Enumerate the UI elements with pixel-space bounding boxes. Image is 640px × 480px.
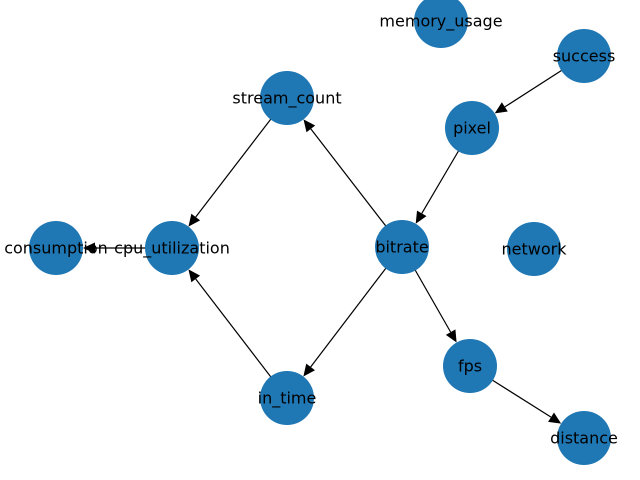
arrow-head-in_time-to-cpu_utilization bbox=[188, 269, 201, 283]
node-label-success: success bbox=[553, 47, 616, 66]
node-label-bitrate: bitrate bbox=[375, 238, 428, 257]
node-pixel: pixel bbox=[445, 101, 499, 155]
node-cpu_utilization: cpu_utilization bbox=[114, 221, 230, 275]
node-circle-memory_usage bbox=[414, 0, 468, 48]
node-circle-stream_count bbox=[260, 71, 314, 125]
node-label-distance: distance bbox=[550, 429, 618, 448]
node-label-fps: fps bbox=[458, 357, 482, 376]
node-label-in_time: in_time bbox=[258, 389, 317, 409]
node-circle-distance bbox=[557, 411, 611, 465]
node-bitrate: bitrate bbox=[375, 220, 429, 274]
node-label-memory_usage: memory_usage bbox=[379, 12, 502, 32]
arrow-head-bitrate-to-stream_count bbox=[303, 119, 316, 133]
arrow-head-stream_count-to-cpu_utilization bbox=[188, 213, 201, 227]
node-network: network bbox=[502, 222, 568, 276]
node-circle-success bbox=[557, 29, 611, 83]
arrow-head-pixel-to-bitrate bbox=[415, 210, 427, 224]
arrow-head-success-to-pixel bbox=[494, 102, 508, 114]
node-circle-pixel bbox=[445, 101, 499, 155]
node-in_time: in_time bbox=[258, 371, 317, 425]
node-label-consumption: consumption bbox=[4, 239, 108, 258]
node-fps: fps bbox=[443, 339, 497, 393]
node-success: success bbox=[553, 29, 616, 83]
node-circle-in_time bbox=[260, 371, 314, 425]
node-memory_usage: memory_usage bbox=[379, 0, 503, 48]
arrow-head-fps-to-distance bbox=[548, 412, 562, 424]
node-distance: distance bbox=[550, 411, 618, 465]
node-circle-consumption bbox=[29, 221, 83, 275]
arrow-head-bitrate-to-fps bbox=[445, 329, 457, 343]
node-circle-bitrate bbox=[375, 220, 429, 274]
arrow-head-bitrate-to-in_time bbox=[303, 363, 316, 377]
node-circle-cpu_utilization bbox=[145, 221, 199, 275]
node-label-pixel: pixel bbox=[453, 119, 491, 138]
node-label-stream_count: stream_count bbox=[232, 89, 341, 109]
node-stream_count: stream_count bbox=[232, 71, 342, 125]
arrow-head-cpu_utilization-to-consumption bbox=[83, 242, 95, 254]
node-label-cpu_utilization: cpu_utilization bbox=[114, 239, 230, 259]
node-consumption: consumption bbox=[4, 221, 108, 275]
node-label-network: network bbox=[502, 240, 568, 259]
node-circle-fps bbox=[443, 339, 497, 393]
node-circle-network bbox=[507, 222, 561, 276]
